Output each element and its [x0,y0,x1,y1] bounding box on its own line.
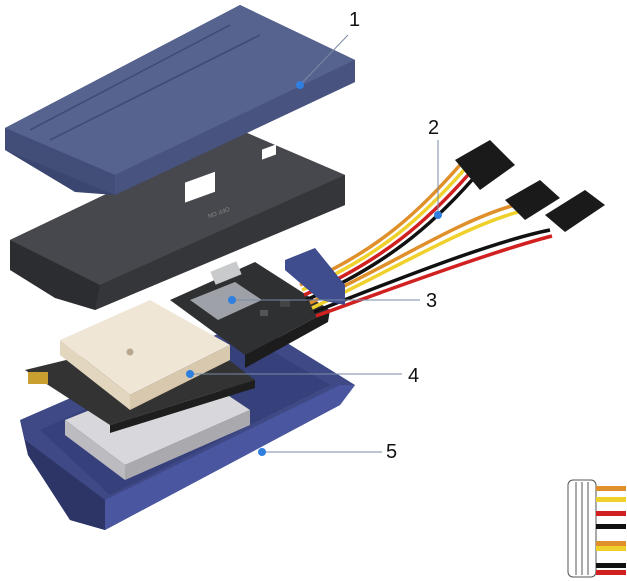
legend-wire-black [596,563,626,568]
legend-wire-orange [596,486,626,491]
callout-label-4: 4 [408,365,420,387]
legend-wire-yellow [596,497,626,502]
callout-label-1: 1 [349,9,361,31]
legend-wire-red [596,511,626,516]
legend-wire-yellow [596,546,626,551]
legend-wire-orange [596,541,626,546]
connector-2pin-b [545,190,605,232]
legend-wire-black [596,524,626,529]
callout-lines [190,34,439,453]
connector-4pin [455,140,515,190]
callout-dots [186,81,442,456]
callout-label-3: 3 [426,290,438,312]
legend-wire-red [596,570,626,575]
callout-label-5: 5 [386,441,398,463]
gps-antenna [60,300,230,410]
inner-housing: OFF ON [10,130,345,310]
callout-label-2: 2 [428,117,440,139]
main-connector [285,248,345,305]
wire-connectors [285,140,605,305]
main-board [170,261,330,368]
wire-color-legend [567,479,626,578]
top-cover [5,5,355,195]
connector-2pin-a [505,180,560,220]
